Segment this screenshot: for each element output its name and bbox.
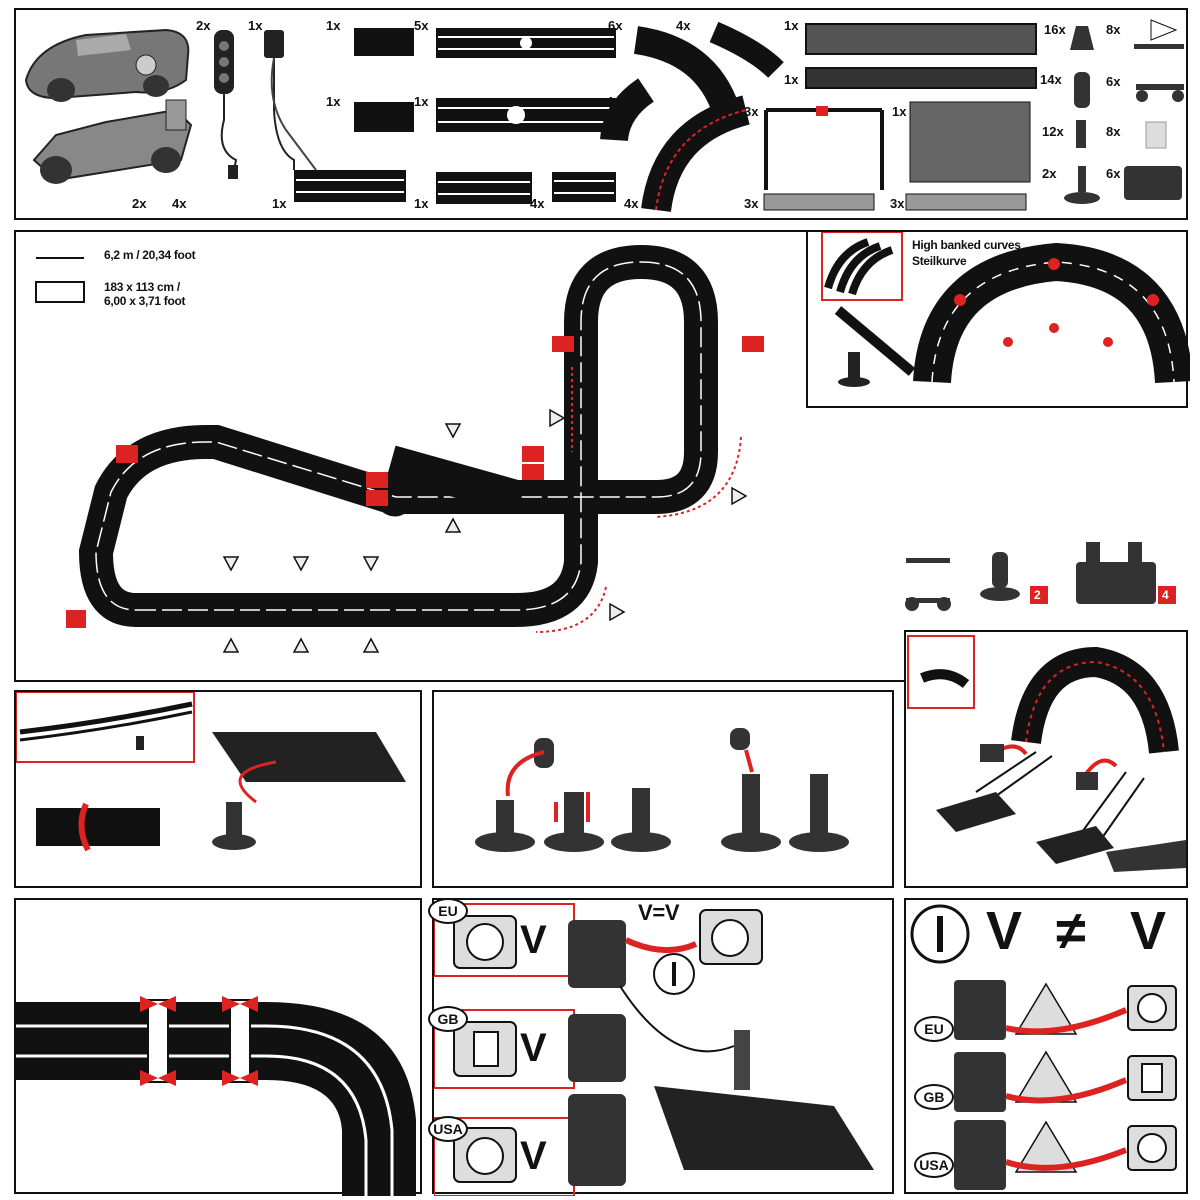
track-joint-panel [14, 898, 422, 1196]
badge-2-label: 2 [1034, 588, 1041, 602]
voltage-right-label: V [1130, 901, 1167, 961]
parts-list-panel: 2x 1x 1x 5x 6x 4x 1x 16x 8x 1x 14x 6x 1x… [14, 8, 1188, 220]
region-usa-label: USA [914, 1152, 954, 1178]
qty-label: 5x [414, 18, 429, 33]
track-length-label: 6,2 m / 20,34 foot [104, 248, 196, 262]
start-gantry-icon [764, 108, 884, 190]
voltage-gb-label: V [520, 1026, 547, 1070]
connection-track-icon [654, 1086, 874, 1170]
region-usa-label: USA [428, 1116, 468, 1142]
region-eu-label: EU [914, 1016, 954, 1042]
voltage-eu-label: V [520, 918, 547, 962]
not-equal-symbol: ≠ [1056, 901, 1086, 961]
banked-title-de: Steilkurve [912, 254, 967, 268]
track-joint-drawing [16, 996, 416, 1196]
voltage-warning-panel: V ≠ V EU GB USA [904, 898, 1188, 1194]
power-connection-panel: EU GB USA V V V V=V [428, 898, 894, 1196]
straight-track-icons [294, 28, 616, 204]
small-hardware-icons [1124, 19, 1184, 200]
banked-assembly-panel [904, 630, 1188, 888]
banked-curves-drawing [821, 232, 1190, 387]
qty-label: 6x [608, 18, 623, 33]
qty-label: 6x [1106, 74, 1121, 89]
qty-label: 4x [624, 196, 639, 211]
lightning-mcqueen-car-icon [24, 28, 190, 102]
banked-assembly-drawing [907, 635, 1186, 872]
cars-photo-image [909, 101, 1031, 183]
qty-label: 14x [1040, 72, 1062, 87]
figure-eight-track [78, 244, 718, 627]
banked-curve-icon [913, 242, 1190, 384]
support-pillar-icons [1064, 26, 1100, 204]
track-layout-drawing [35, 244, 1176, 653]
qty-label: 1x [326, 18, 341, 33]
qty-label: 6x [1106, 166, 1121, 181]
support-assembly-drawing [475, 728, 849, 852]
voltage-usa-label: V [520, 1134, 547, 1178]
qty-label: 4x [530, 196, 545, 211]
qty-label: 2x [196, 18, 211, 33]
qty-label: 1x [414, 94, 429, 109]
voltage-warning-drawing [910, 904, 1177, 1190]
qty-label: 1x [784, 72, 799, 87]
border-clip-drawing [16, 692, 406, 852]
formula-car-icon [32, 99, 193, 184]
power-adapter-icon [264, 30, 317, 171]
badge-4-icon [1158, 586, 1176, 604]
size-legend-box [35, 281, 85, 303]
qty-label: 1x [248, 18, 263, 33]
voltage-match-label: V=V [638, 900, 680, 925]
adapter-plug-icons [568, 920, 626, 1186]
qty-label: 1x [272, 196, 287, 211]
curve-track-icons [600, 21, 784, 213]
power-connection-drawing [434, 903, 874, 1196]
border-piece-icon [36, 808, 160, 846]
badge-4-label: 4 [1162, 588, 1169, 602]
qty-label: 1x [892, 104, 907, 119]
track-size-label-line2: 6,00 x 3,71 foot [104, 294, 186, 308]
hand-controller-icon [214, 30, 238, 179]
qty-label: 1x [326, 94, 341, 109]
region-gb-label: GB [428, 1006, 468, 1032]
border-clip-panel [14, 690, 422, 888]
red-badge-icons [66, 336, 764, 628]
region-gb-label: GB [914, 1084, 954, 1110]
qty-label: 1x [784, 18, 799, 33]
track-size-label-line1: 183 x 113 cm / [104, 280, 180, 294]
qty-label: 2x [1042, 166, 1057, 181]
qty-label: 8x [1106, 124, 1121, 139]
qty-label: 1x [414, 196, 429, 211]
qty-label: 2x [132, 196, 147, 211]
banked-title-en: High banked curves [912, 238, 1021, 252]
support-assembly-panel [432, 690, 894, 888]
qty-label: 4x [606, 94, 621, 109]
qty-label: 3x [890, 196, 905, 211]
qty-label: 12x [1042, 124, 1064, 139]
incline-ramp-icon [834, 306, 916, 376]
support-legend-icons [905, 542, 1156, 611]
adapter-icons [954, 980, 1006, 1190]
qty-label: 4x [172, 196, 187, 211]
warning-triangle-icons [1014, 982, 1078, 1173]
support-marker-icons [222, 408, 748, 653]
banked-curve-guides [535, 367, 742, 633]
track-piece-icon [212, 732, 406, 782]
qty-label: 4x [676, 18, 691, 33]
badge-2-icon [1030, 586, 1048, 604]
region-eu-label: EU [428, 898, 468, 924]
qty-label: 3x [744, 196, 759, 211]
voltage-left-label: V [986, 901, 1023, 961]
qty-label: 16x [1044, 22, 1066, 37]
qty-label: 8x [1106, 22, 1121, 37]
parts-illustrations [24, 19, 1184, 213]
banked-curves-panel: High banked curves Steilkurve [806, 230, 1190, 408]
border-strip-icons [763, 23, 1037, 211]
qty-label: 3x [744, 104, 759, 119]
